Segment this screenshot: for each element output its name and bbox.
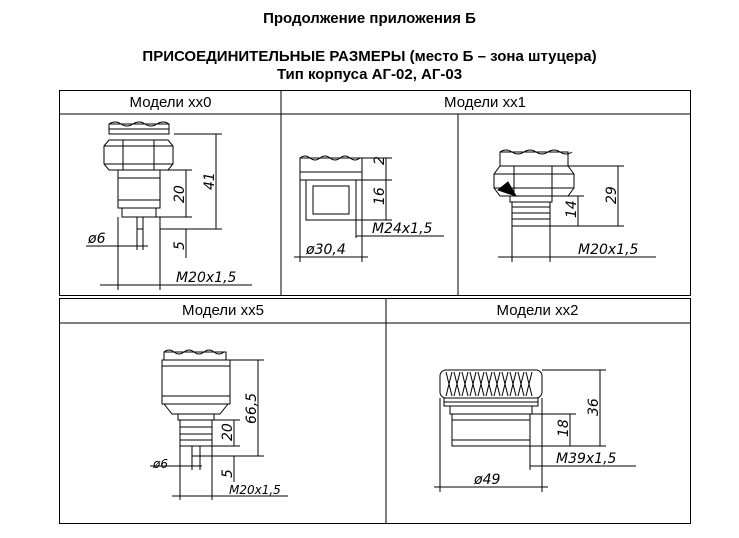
- dim-xx1-right-body: 14: [564, 200, 580, 218]
- dim-xx2-thread: М39х1,5: [556, 451, 617, 467]
- dim-xx2-overall: 36: [586, 398, 602, 416]
- dim-xx1-left-dia: ø30,4: [305, 242, 346, 258]
- drawing-xx2: [434, 369, 636, 492]
- dim-xx1-left-body: 16: [372, 187, 388, 205]
- dim-xx2-body: 18: [556, 419, 572, 437]
- dim-xx0-tip: 5: [172, 241, 188, 250]
- header-models-xx0: Модели хх0: [129, 94, 212, 111]
- table-top: [59, 90, 691, 296]
- dim-xx1-left-top: 2: [372, 156, 388, 165]
- header-models-xx5: Модели хх5: [182, 302, 264, 319]
- dim-xx1-left-thread: М24х1,5: [372, 221, 433, 237]
- dim-xx0-body: 20: [172, 185, 188, 203]
- dim-xx5-thread: М20х1,5: [229, 483, 281, 497]
- dim-xx5-pin: ø6: [152, 457, 168, 471]
- page-subtitle: Тип корпуса АГ-02, АГ-03: [276, 66, 463, 83]
- dim-xx1-right-thread: М20х1,5: [578, 242, 639, 258]
- drawing-xx0: [86, 121, 252, 290]
- dim-xx0-pin: ø6: [87, 231, 106, 247]
- header-models-xx1: Модели хх1: [444, 94, 526, 111]
- drawing-xx1-right: [493, 149, 656, 262]
- dim-xx5-body: 20: [220, 423, 236, 441]
- dim-xx0-overall: 41: [202, 172, 218, 190]
- drawing-xx1-left: [294, 155, 444, 262]
- dim-xx5-tip: 5: [220, 469, 236, 478]
- dim-xx2-dia: ø49: [473, 472, 500, 488]
- continuation-title: Продолжение приложения Б: [263, 10, 476, 27]
- drawing-xx5: [150, 349, 288, 500]
- table-bottom: [59, 298, 691, 524]
- header-models-xx2: Модели хх2: [496, 302, 579, 319]
- dim-xx5-overall: 66,5: [244, 393, 260, 424]
- page-title: ПРИСОЕДИНИТЕЛЬНЫЕ РАЗМЕРЫ (место Б – зон…: [142, 48, 597, 65]
- dim-xx1-right-overall: 29: [604, 186, 620, 204]
- dim-xx0-thread: М20х1,5: [176, 270, 237, 286]
